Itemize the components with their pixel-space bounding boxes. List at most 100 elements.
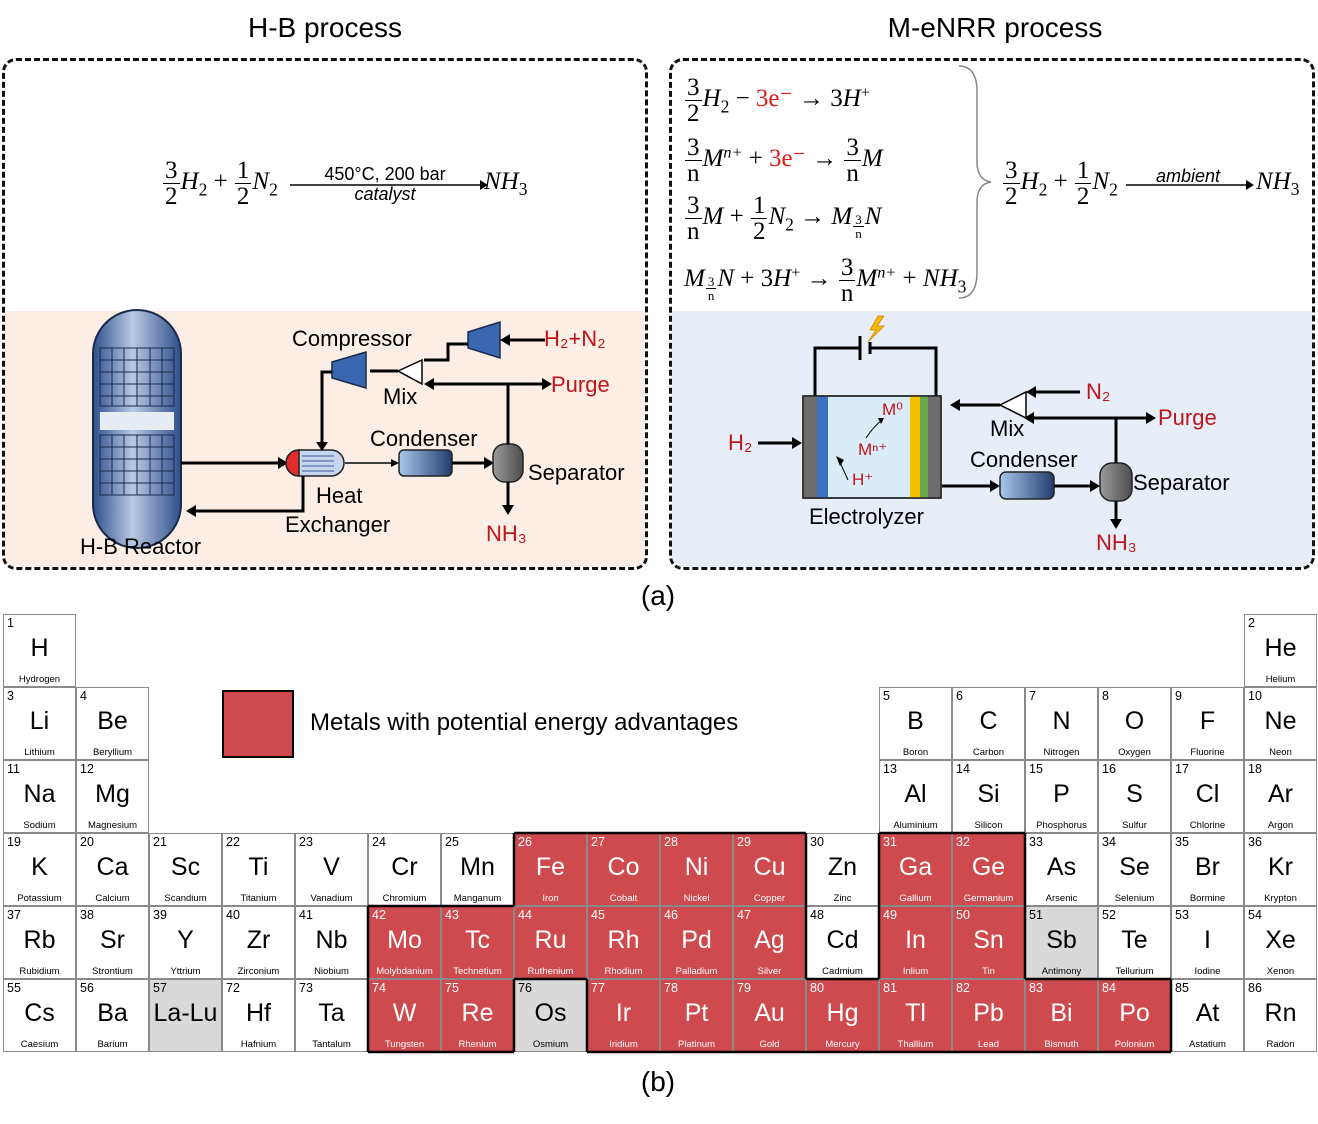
element-name: Tellurium <box>1115 966 1154 977</box>
atomic-number: 6 <box>956 689 963 703</box>
element-name: Silver <box>757 966 782 977</box>
element-symbol: He <box>1264 634 1297 662</box>
element-symbol: Nb <box>315 926 348 954</box>
element-name: Technetium <box>453 966 502 977</box>
atomic-number: 38 <box>80 908 94 922</box>
atomic-number: 8 <box>1102 689 1109 703</box>
element-symbol: Rb <box>23 926 56 954</box>
hb-reaction-arrow <box>290 180 488 190</box>
atomic-number: 30 <box>810 835 824 849</box>
atomic-number: 22 <box>226 835 240 849</box>
element-name: Barium <box>97 1039 128 1050</box>
atomic-number: 49 <box>883 908 897 922</box>
atomic-number: 29 <box>737 835 751 849</box>
caption-b: (b) <box>640 1066 676 1097</box>
feed-compressor <box>467 320 501 360</box>
hb-mix-label: Mix <box>383 384 418 409</box>
atomic-number: 16 <box>1102 762 1116 776</box>
element-name: Antimony <box>1041 966 1082 977</box>
atomic-number: 39 <box>153 908 167 922</box>
atomic-number: 76 <box>518 981 532 995</box>
atomic-number: 2 <box>1248 616 1255 630</box>
hb-product-nh3: NH3 <box>484 168 528 200</box>
atomic-number: 77 <box>591 981 605 995</box>
atomic-number: 4 <box>80 689 87 703</box>
element-name: Neon <box>1269 747 1292 758</box>
atomic-number: 41 <box>299 908 313 922</box>
element-name: Fluorine <box>1190 747 1225 758</box>
atomic-number: 26 <box>518 835 532 849</box>
element-name: Rhodium <box>604 966 643 977</box>
element-symbol: Hg <box>826 999 859 1027</box>
element-name: Chromium <box>382 893 427 904</box>
atomic-number: 80 <box>810 981 824 995</box>
menrr-condition: ambient <box>1155 166 1221 186</box>
menrr-process-title: M-eNRR process <box>887 12 1103 43</box>
atomic-number: 32 <box>956 835 970 849</box>
atomic-number: 23 <box>299 835 313 849</box>
element-name: Gallium <box>899 893 932 904</box>
legend-swatch <box>222 690 294 758</box>
atomic-number: 37 <box>7 908 21 922</box>
element-name: Arsenic <box>1045 893 1078 904</box>
element-symbol: Sr <box>100 926 125 954</box>
element-symbol: Ni <box>684 853 709 881</box>
atomic-number: 5 <box>883 689 890 703</box>
element-symbol: Mo <box>387 926 422 954</box>
atomic-number: 35 <box>1175 835 1189 849</box>
atomic-number: 54 <box>1248 908 1262 922</box>
mn-label: Mⁿ⁺ <box>858 440 888 459</box>
atomic-number: 53 <box>1175 908 1189 922</box>
element-symbol: Bi <box>1050 999 1073 1027</box>
atomic-number: 72 <box>226 981 240 995</box>
atomic-number: 34 <box>1102 835 1116 849</box>
atomic-number: 3 <box>7 689 14 703</box>
element-name: Aluminium <box>893 820 938 831</box>
element-name: Calcium <box>95 893 130 904</box>
atomic-number: 10 <box>1248 689 1262 703</box>
lightning-icon <box>867 315 885 343</box>
element-symbol: Be <box>97 707 128 735</box>
element-name: Cadmium <box>822 966 863 977</box>
element-symbol: Tl <box>905 999 926 1027</box>
electrolyzer-cell <box>802 395 942 499</box>
m0-label: M⁰ <box>882 400 903 419</box>
element-name: Ruthenium <box>527 966 574 977</box>
atomic-number: 19 <box>7 835 21 849</box>
element-symbol: Cs <box>24 999 55 1027</box>
atomic-number: 11 <box>7 762 20 776</box>
hb-condenser <box>398 449 453 477</box>
element-name: Oxygen <box>1118 747 1151 758</box>
menrr-condenser <box>999 471 1055 500</box>
element-name: Molybdanium <box>376 966 433 977</box>
atomic-number: 36 <box>1248 835 1262 849</box>
element-symbol: At <box>1195 999 1220 1027</box>
element-name: Silicon <box>974 820 1003 831</box>
element-symbol: Ga <box>898 853 933 881</box>
element-name: Carbon <box>972 747 1005 758</box>
electron-term-2: 3e⁻ <box>769 145 806 173</box>
recycle-compressor <box>331 350 367 390</box>
element-name: Zinc <box>833 893 852 904</box>
